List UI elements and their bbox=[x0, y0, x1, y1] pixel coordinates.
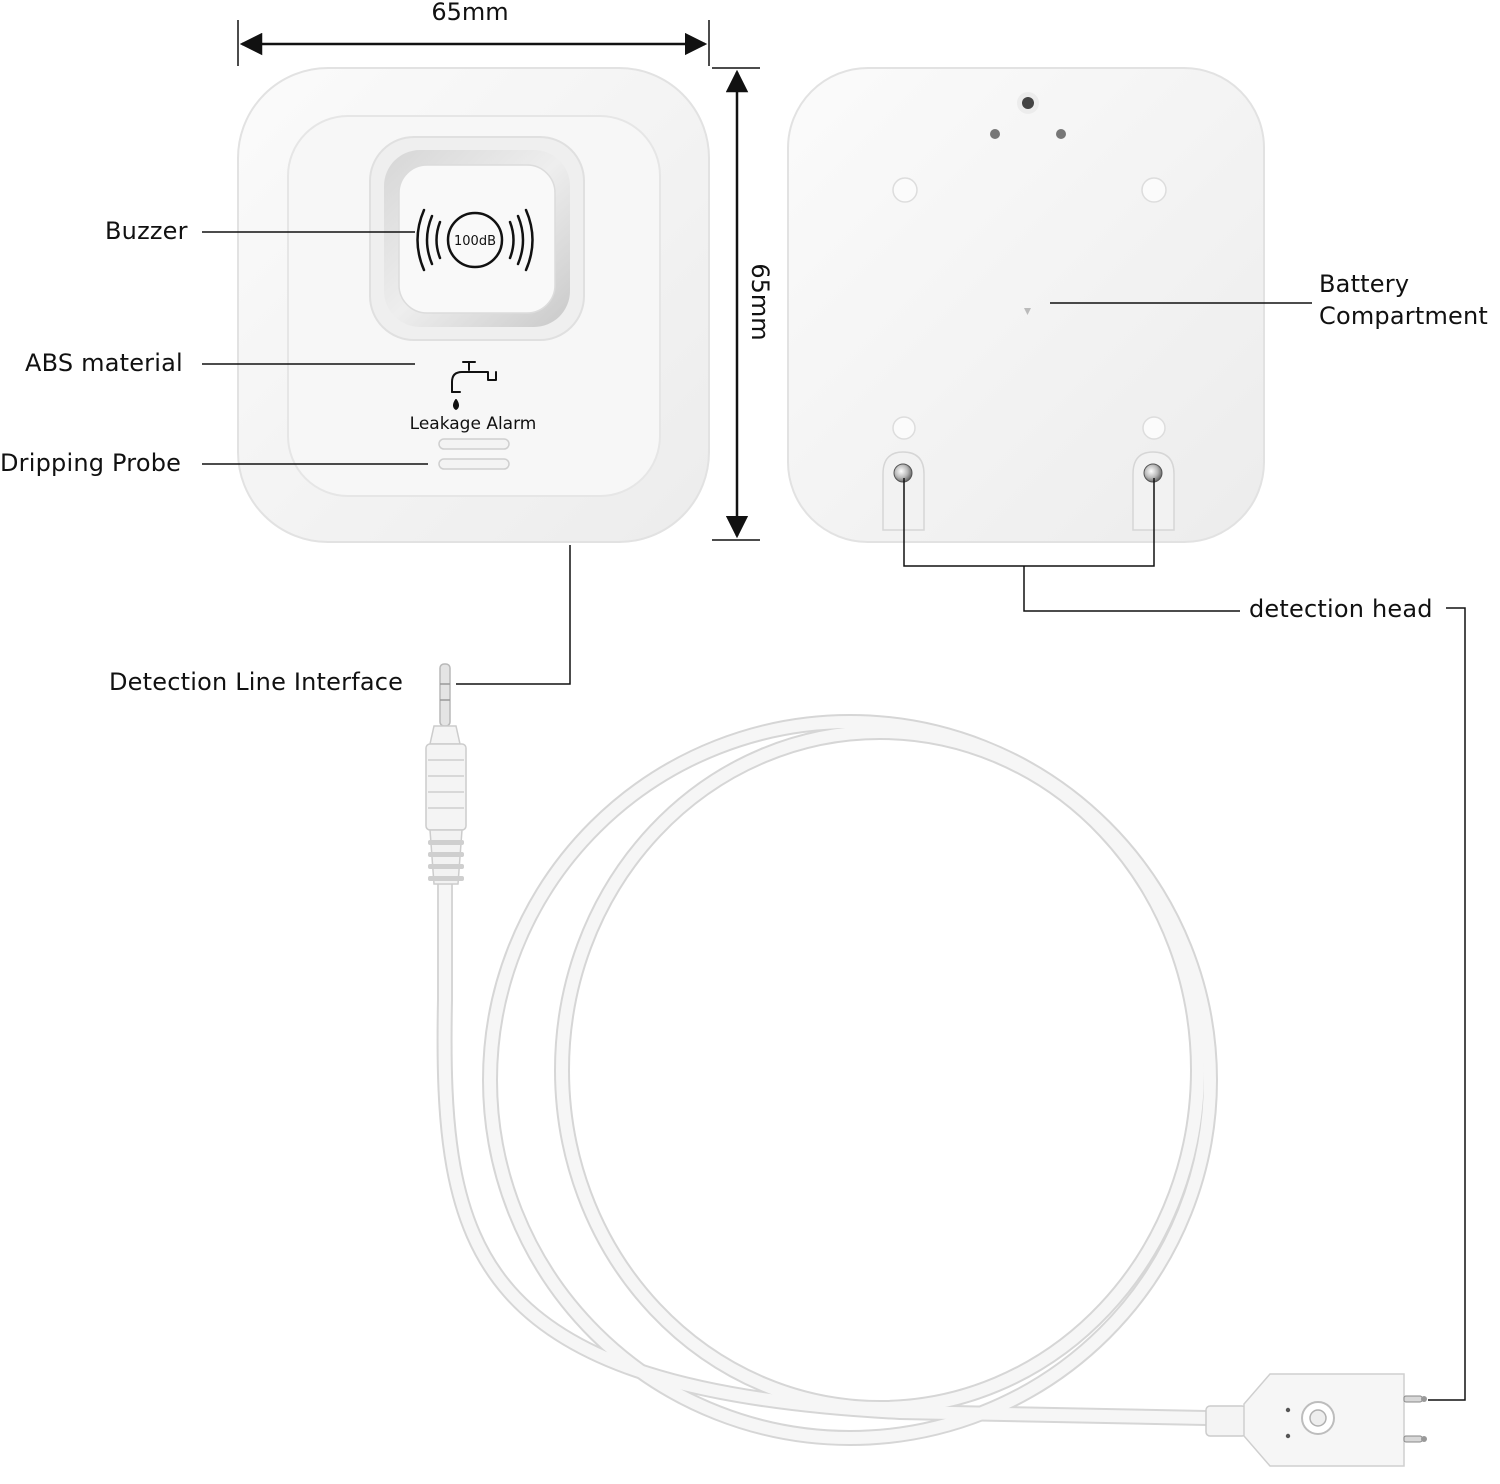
faucet-icon bbox=[451, 361, 497, 410]
leakage-alarm-caption: Leakage Alarm bbox=[410, 414, 537, 434]
device-back bbox=[787, 67, 1265, 543]
dripping-probe-slots bbox=[438, 438, 510, 470]
detection-cable bbox=[436, 714, 1218, 1446]
buzzer-label: Buzzer bbox=[105, 217, 188, 245]
device-front: 100dB Leakage Alarm bbox=[237, 67, 710, 543]
battery-cover-mark bbox=[1024, 308, 1031, 315]
leader-lines bbox=[202, 231, 1466, 1401]
detection-line-interface-label: Detection Line Interface bbox=[109, 668, 404, 696]
detection-line-interface-leader bbox=[456, 545, 571, 685]
battery-label-line1: Battery bbox=[1319, 270, 1410, 298]
sound-wave-icon bbox=[416, 208, 534, 272]
decibel-ring bbox=[446, 211, 504, 269]
buzzer-button: 100dB bbox=[369, 136, 585, 341]
width-dimension: 65mm bbox=[237, 0, 710, 66]
jack-plug bbox=[425, 663, 467, 885]
height-dimension: 65mm bbox=[712, 67, 774, 541]
dripping-probe-label: Dripping Probe bbox=[0, 449, 182, 477]
width-dimension-label: 65mm bbox=[431, 0, 508, 26]
probe-leader bbox=[1428, 607, 1466, 1401]
battery-label-line2: Compartment bbox=[1319, 302, 1489, 330]
abs-material-label: ABS material bbox=[25, 349, 183, 377]
probe-head bbox=[1205, 1373, 1427, 1467]
decibel-label: 100dB bbox=[454, 234, 496, 249]
detection-head-bracket bbox=[903, 478, 1155, 567]
height-dimension-label: 65mm bbox=[746, 263, 774, 340]
back-feet bbox=[892, 177, 1167, 440]
detection-head-leader bbox=[1023, 566, 1240, 612]
detection-head-label: detection head bbox=[1249, 595, 1433, 623]
back-holes bbox=[990, 92, 1066, 139]
